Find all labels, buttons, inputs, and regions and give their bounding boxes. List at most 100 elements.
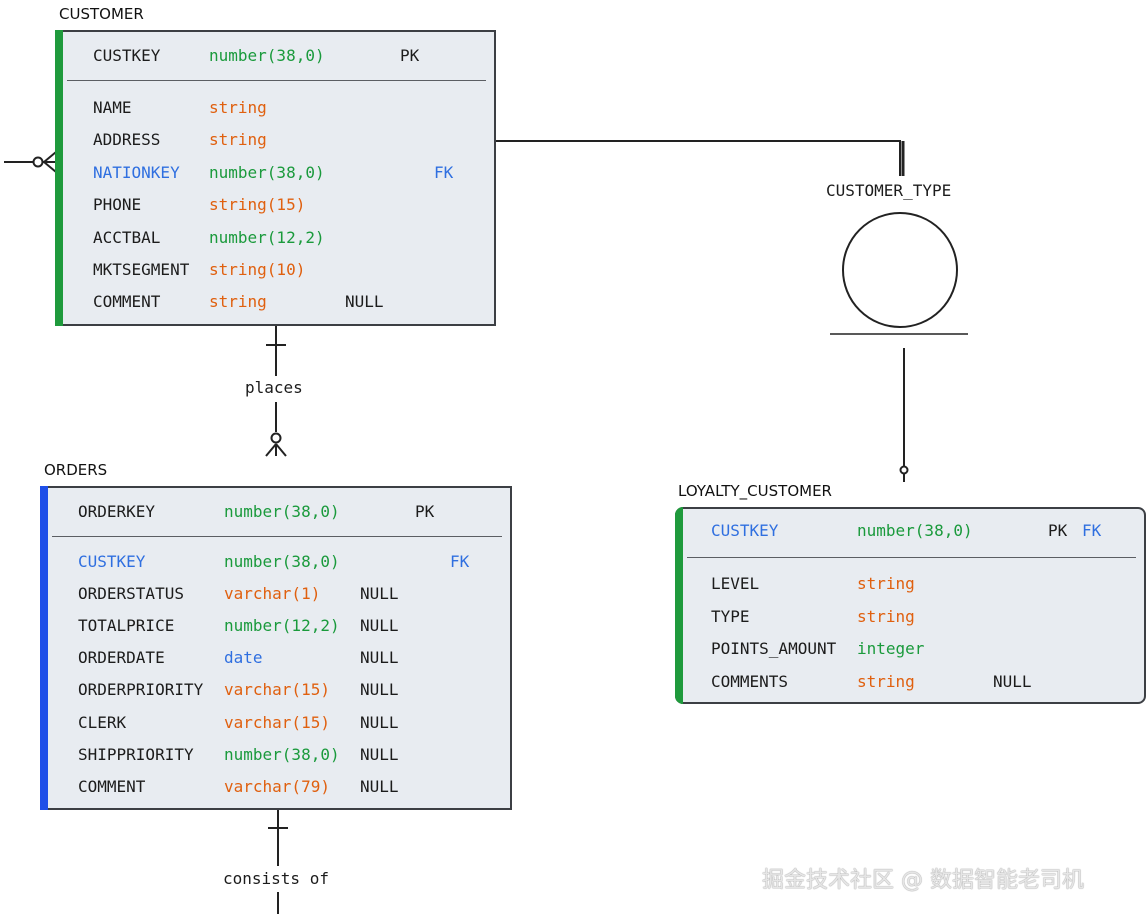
places-relationship-line: [265, 326, 287, 457]
attribute-row[interactable]: CLERK varchar(15) NULL: [42, 707, 510, 739]
attribute-name: TYPE: [711, 606, 750, 626]
attribute-row[interactable]: NAME string: [57, 92, 494, 124]
attribute-name: CLERK: [78, 712, 127, 732]
attribute-name: CUSTKEY: [78, 552, 146, 571]
key-divider: [52, 536, 502, 537]
attribute-row[interactable]: SHIPPRIORITY number(38,0) NULL: [42, 739, 510, 771]
attribute-row[interactable]: ADDRESS string: [57, 124, 494, 156]
attribute-type: integer: [857, 639, 925, 658]
attribute-name: COMMENT: [78, 776, 146, 796]
attribute-row[interactable]: POINTS_AMOUNT integer: [677, 633, 1144, 665]
attribute-name: NAME: [93, 98, 132, 117]
primary-key-flag: PK: [415, 502, 435, 521]
consists-of-relationship-line: [268, 810, 288, 914]
attribute-name: ACCTBAL: [93, 227, 161, 247]
attribute-row[interactable]: MKTSEGMENT string(10): [57, 254, 494, 286]
nullable-flag: NULL: [345, 292, 384, 312]
foreign-key-flag: FK: [434, 162, 454, 182]
attribute-row[interactable]: ORDERKEY number(38,0) PK: [42, 496, 510, 528]
attribute-type: date: [224, 648, 263, 668]
attribute-type: number(38,0): [209, 162, 325, 182]
orders-entity[interactable]: ORDERKEY number(38,0) PK CUSTKEY number(38,0…: [40, 486, 512, 810]
consists-of-relationship-label: consists of: [221, 869, 331, 888]
attribute-name: ORDERPRIORITY: [78, 680, 204, 700]
attribute-type: varchar(1): [224, 584, 321, 604]
attribute-type: number(38,0): [224, 502, 340, 521]
attribute-name: CUSTKEY: [711, 521, 779, 540]
attribute-row[interactable]: TOTALPRICE number(12,2) NULL: [42, 610, 510, 642]
attribute-type: string(10): [209, 260, 306, 279]
watermark: 掘金技术社区 @ 数据智能老司机: [762, 868, 1084, 893]
attribute-name: SHIPPRIORITY: [78, 744, 194, 764]
subtype-discriminator-label: CUSTOMER_TYPE: [826, 181, 952, 200]
subtype-connector: [496, 140, 968, 482]
nullable-flag: NULL: [360, 712, 399, 732]
customer-left-connector: [4, 151, 57, 173]
nullable-flag: NULL: [993, 671, 1032, 691]
attribute-name: NATIONKEY: [93, 162, 180, 182]
attribute-row[interactable]: CUSTKEY number(38,0) PK FK: [677, 515, 1144, 547]
attribute-name: CUSTKEY: [93, 46, 161, 65]
attribute-name: ADDRESS: [93, 130, 161, 150]
attribute-row[interactable]: LEVEL string: [677, 568, 1144, 600]
attribute-type: number(12,2): [209, 227, 325, 247]
nullable-flag: NULL: [360, 648, 399, 668]
subtype-circle: [842, 212, 958, 328]
attribute-row[interactable]: ACCTBAL number(12,2): [57, 222, 494, 254]
orders-entity-title: ORDERS: [44, 461, 108, 479]
attribute-name: MKTSEGMENT: [93, 260, 190, 279]
attribute-type: string: [857, 574, 915, 593]
attribute-type: varchar(79): [224, 776, 330, 796]
foreign-key-flag: FK: [450, 552, 470, 571]
attribute-name: TOTALPRICE: [78, 616, 175, 636]
foreign-key-flag: FK: [1082, 521, 1102, 540]
attribute-row[interactable]: TYPE string: [677, 601, 1144, 633]
attribute-row[interactable]: ORDERDATE date NULL: [42, 642, 510, 674]
attribute-type: number(38,0): [209, 46, 325, 65]
attribute-row[interactable]: CUSTKEY number(38,0) FK: [42, 546, 510, 578]
attribute-type: number(38,0): [224, 552, 340, 571]
nullable-flag: NULL: [360, 680, 399, 700]
key-divider: [687, 557, 1136, 558]
attribute-row[interactable]: CUSTKEY number(38,0) PK: [57, 40, 494, 72]
primary-key-flag: PK: [1048, 521, 1068, 540]
attribute-type: varchar(15): [224, 712, 330, 732]
attribute-name: POINTS_AMOUNT: [711, 639, 837, 658]
attribute-row[interactable]: COMMENTS string NULL: [677, 666, 1144, 698]
attribute-type: number(38,0): [224, 744, 340, 764]
attribute-type: string: [857, 671, 915, 691]
primary-key-flag: PK: [400, 46, 420, 65]
customer-entity-stripe: [55, 30, 63, 326]
attribute-name: ORDERSTATUS: [78, 584, 184, 604]
attribute-type: string: [209, 292, 267, 312]
attribute-type: string: [857, 606, 915, 626]
attribute-row[interactable]: NATIONKEY number(38,0) FK: [57, 157, 494, 189]
attribute-name: LEVEL: [711, 574, 760, 593]
nullable-flag: NULL: [360, 744, 399, 764]
attribute-type: string: [209, 98, 267, 117]
attribute-type: number(38,0): [857, 521, 973, 540]
nullable-flag: NULL: [360, 584, 399, 604]
attribute-name: COMMENT: [93, 292, 161, 312]
orders-entity-stripe: [40, 486, 48, 810]
attribute-name: ORDERKEY: [78, 502, 156, 521]
places-relationship-label: places: [243, 378, 305, 397]
attribute-row[interactable]: ORDERSTATUS varchar(1) NULL: [42, 578, 510, 610]
attribute-type: number(12,2): [224, 616, 340, 636]
attribute-name: COMMENTS: [711, 671, 789, 691]
attribute-type: string(15): [209, 195, 306, 215]
attribute-row[interactable]: PHONE string(15): [57, 189, 494, 221]
attribute-type: string: [209, 130, 267, 150]
attribute-name: PHONE: [93, 195, 142, 215]
attribute-row[interactable]: COMMENT string NULL: [57, 286, 494, 318]
attribute-name: ORDERDATE: [78, 648, 165, 668]
key-divider: [67, 80, 486, 81]
nullable-flag: NULL: [360, 616, 399, 636]
loyalty-customer-entity-stripe: [675, 507, 683, 704]
